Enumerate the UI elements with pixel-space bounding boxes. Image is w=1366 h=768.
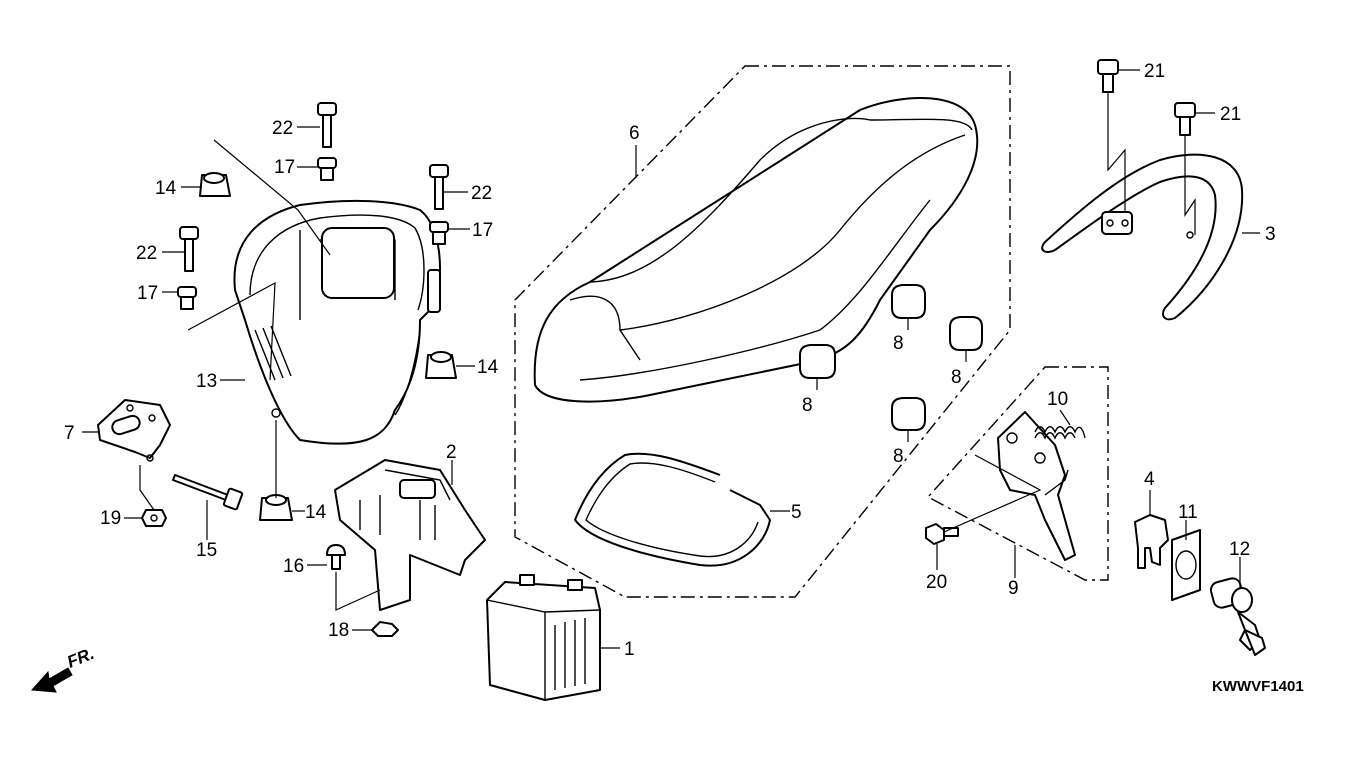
rail-bolt-1 [1097,59,1119,93]
latch-bolt [925,523,959,545]
callout-21a: 21 [1144,61,1165,82]
box-grommet-3 [259,494,293,521]
box-bolt-left [179,226,199,272]
box-collar-right [429,221,449,245]
callout-9: 9 [1008,578,1019,599]
callout-5: 5 [791,502,802,523]
box-collar-left [177,286,197,310]
holder-clip [371,621,399,637]
cable-guide [1134,514,1169,569]
hex-nut [141,509,167,527]
seat-bumper-2 [891,284,926,330]
holder-screw [326,544,346,570]
mounting-bracket [97,399,171,462]
callout-2: 2 [446,442,457,463]
callout-6: 6 [629,123,640,144]
callout-10: 10 [1047,389,1068,410]
box-collar-upper [317,157,337,181]
callout-8a: 8 [802,395,813,416]
box-bolt-upper [317,102,337,148]
leader-lines [82,69,1260,649]
callout-7: 7 [64,423,75,444]
latch-spring [1034,426,1086,440]
rail-bolt-2 [1174,102,1196,136]
seat-bumper-4 [891,397,926,442]
front-label: FR. [64,644,97,672]
callout-13: 13 [196,371,217,392]
callout-4: 4 [1144,469,1155,490]
callout-16: 16 [283,556,304,577]
callout-19: 19 [100,508,121,529]
callout-18: 18 [328,620,349,641]
diagram-code: KWWVF1401 [1212,678,1304,695]
latch-group-boundary [926,366,1109,581]
callout-1: 1 [624,639,635,660]
key-seal [1171,529,1201,601]
callout-14c: 14 [305,502,327,523]
callout-17a: 17 [274,157,295,178]
long-bolt [172,474,244,511]
callout-15: 15 [196,540,217,561]
seat-latch [997,411,1076,561]
seat-bumper-1 [799,344,836,390]
seat-group-boundary [514,65,1011,598]
callout-11: 11 [1178,502,1198,523]
front-arrow-icon [30,667,73,693]
luggage-box [233,199,441,445]
callout-20: 20 [926,572,947,593]
front-direction-indicator: FR. [30,644,97,693]
callout-21b: 21 [1220,104,1241,125]
box-grommet-2 [425,351,457,379]
seat [533,96,979,403]
callout-22a: 22 [272,118,293,139]
callout-22c: 22 [136,243,157,264]
callout-8c: 8 [951,367,962,388]
seat-seal-strip [574,452,771,567]
callout-17b: 17 [472,220,493,241]
callout-8d: 8 [893,446,904,467]
callout-12: 12 [1229,539,1250,560]
callout-labels: 1 2 3 4 5 6 7 8 8 8 8 9 10 11 12 13 14 1… [64,61,1276,660]
callout-14a: 14 [155,178,177,199]
callout-22b: 22 [471,183,492,204]
callout-8b: 8 [893,333,904,354]
box-grommet-1 [199,172,231,197]
box-bolt-right [429,164,449,210]
grab-rail [1041,153,1244,321]
seat-lock [1209,577,1266,656]
seat-bumper-3 [949,316,983,362]
callout-3: 3 [1265,224,1276,245]
battery-holder [334,459,486,611]
battery [486,574,601,701]
callout-14b: 14 [477,357,499,378]
callout-17c: 17 [137,283,158,304]
